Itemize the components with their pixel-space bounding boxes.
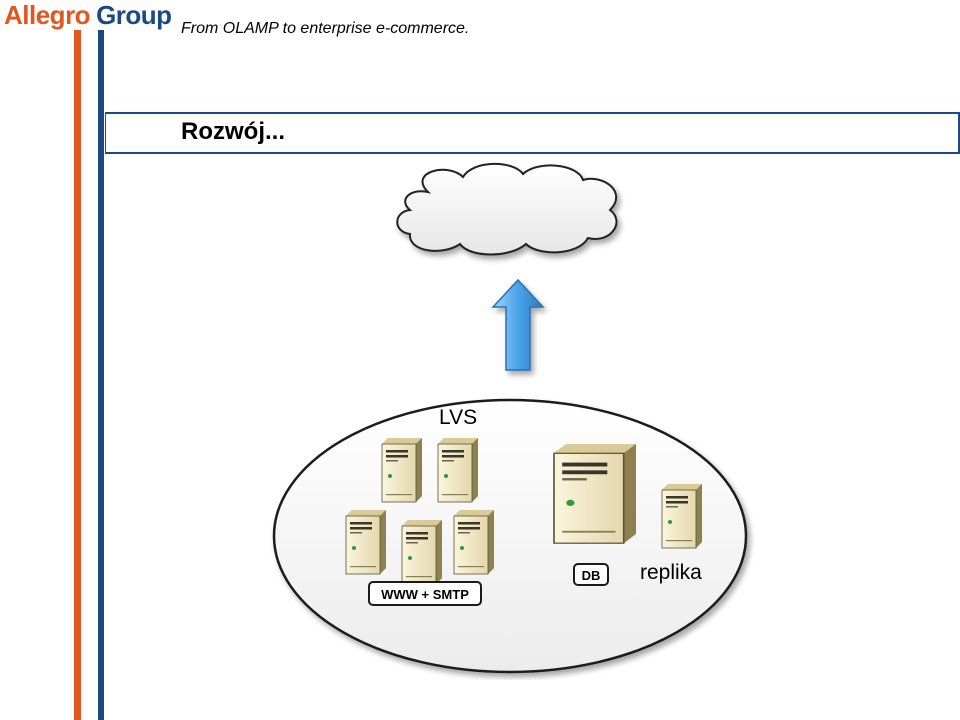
db-label: DB <box>582 568 601 583</box>
diagram-svg: LVS WWW + SMTP DB replika <box>272 162 748 674</box>
blue-vertical-bar <box>98 30 104 720</box>
replica-server-icon <box>661 483 703 549</box>
title-box <box>105 112 960 154</box>
db-badge: DB <box>573 563 609 586</box>
www-server-icon <box>453 509 495 575</box>
architecture-diagram: LVS WWW + SMTP DB replika <box>248 152 772 680</box>
arrow-up-icon <box>491 278 545 371</box>
www-server-icon <box>401 519 443 585</box>
presentation-subtitle: From OLAMP to enterprise e-commerce. <box>181 20 470 37</box>
db-server-icon <box>552 442 638 545</box>
cloud-icon <box>396 162 618 256</box>
lvs-label: LVS <box>439 406 477 429</box>
orange-vertical-bar <box>74 30 81 720</box>
replika-label: replika <box>640 561 702 584</box>
www-smtp-label: WWW + SMTP <box>381 587 469 602</box>
www-smtp-badge: WWW + SMTP <box>368 581 482 606</box>
slide-title: Rozwój... <box>181 118 285 145</box>
www-server-icon <box>345 509 387 575</box>
lvs-server-icon <box>437 437 479 503</box>
lvs-server-icon <box>381 437 423 503</box>
logo-word-group: Group <box>96 0 172 30</box>
logo-word-allegro: Allegro <box>4 0 91 30</box>
